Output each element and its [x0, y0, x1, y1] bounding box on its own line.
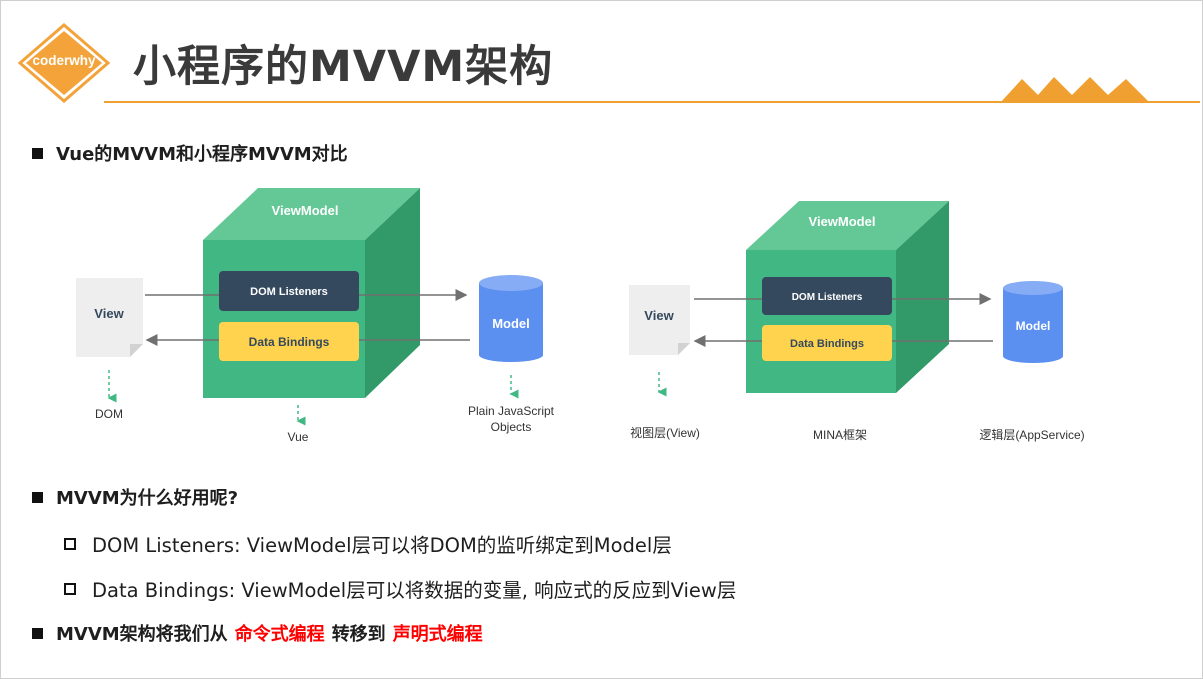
- dom-listeners-box: [219, 271, 359, 311]
- section1-heading: Vue的MVVM和小程序MVVM对比: [56, 144, 348, 165]
- data-bindings-label: Data Bindings: [249, 335, 330, 349]
- data-bindings-label: Data Bindings: [790, 338, 864, 350]
- viewmodel-cube: ViewModel: [203, 188, 420, 398]
- vue-caption: Vue: [288, 430, 309, 444]
- bullet-square: [32, 627, 43, 639]
- model-label: Model: [1016, 319, 1051, 333]
- dom-caption: DOM: [95, 407, 123, 421]
- logo-text: coderwhy: [32, 53, 96, 68]
- header-divider: [104, 101, 1200, 103]
- data-bindings-box: [762, 325, 892, 361]
- mina-mvvm-diagram: View 视图层(View) ViewModel DOM Listeners D…: [629, 201, 1085, 442]
- sub-bullet-data-bindings: Data Bindings: ViewModel层可以将数据的变量, 响应式的反…: [64, 574, 736, 603]
- logic-layer-caption: 逻辑层(AppService): [979, 428, 1084, 442]
- viewmodel-label: ViewModel: [272, 203, 339, 218]
- imperative-highlight: 命令式编程: [234, 624, 325, 645]
- view-layer-caption: 视图层(View): [630, 425, 700, 440]
- hollow-bullet-square: [64, 582, 76, 595]
- mina-caption: MINA框架: [813, 428, 867, 442]
- dom-listeners-label: DOM Listeners: [792, 292, 863, 303]
- sub-bullet-dom-listeners: DOM Listeners: ViewModel层可以将DOM的监听绑定到Mod…: [64, 529, 672, 558]
- section3-middle: 转移到: [331, 624, 386, 645]
- page-title: 小程序的MVVM架构: [133, 42, 554, 92]
- model-cylinder: Model: [1003, 281, 1063, 363]
- section2-heading: MVVM为什么好用呢?: [56, 488, 239, 509]
- bullet-square: [32, 491, 43, 503]
- dom-listeners-label: DOM Listeners: [250, 286, 328, 298]
- view-document: View: [629, 285, 690, 355]
- mountain-decoration: [1000, 77, 1150, 103]
- model-cylinder: Model: [479, 275, 543, 362]
- view-label: View: [644, 308, 674, 323]
- dom-listeners-box: [762, 277, 892, 315]
- sub-bullet-text: DOM Listeners: ViewModel层可以将DOM的监听绑定到Mod…: [92, 534, 672, 557]
- declarative-highlight: 声明式编程: [392, 624, 483, 645]
- section-heading-why: MVVM为什么好用呢?: [32, 484, 238, 510]
- coderwhy-logo: [18, 23, 110, 103]
- viewmodel-label: ViewModel: [809, 214, 876, 229]
- section-heading-paradigm: MVVM架构将我们从 命令式编程 转移到 声明式编程: [32, 620, 483, 646]
- data-bindings-box: [219, 322, 359, 361]
- view-document: View: [76, 278, 143, 357]
- model-caption-line1: Plain JavaScript: [468, 404, 555, 418]
- model-caption-line2: Objects: [491, 420, 532, 434]
- viewmodel-cube: ViewModel: [746, 201, 949, 393]
- hollow-bullet-square: [64, 537, 76, 550]
- view-label: View: [94, 306, 124, 321]
- section-heading-comparison: Vue的MVVM和小程序MVVM对比: [32, 140, 348, 166]
- model-label: Model: [492, 316, 530, 331]
- sub-bullet-text: Data Bindings: ViewModel层可以将数据的变量, 响应式的反…: [92, 579, 737, 602]
- vue-mvvm-diagram: View DOM ViewModel DOM Listeners Data Bi…: [76, 188, 555, 444]
- bullet-square: [32, 147, 43, 159]
- section3-prefix: MVVM架构将我们从: [56, 624, 228, 645]
